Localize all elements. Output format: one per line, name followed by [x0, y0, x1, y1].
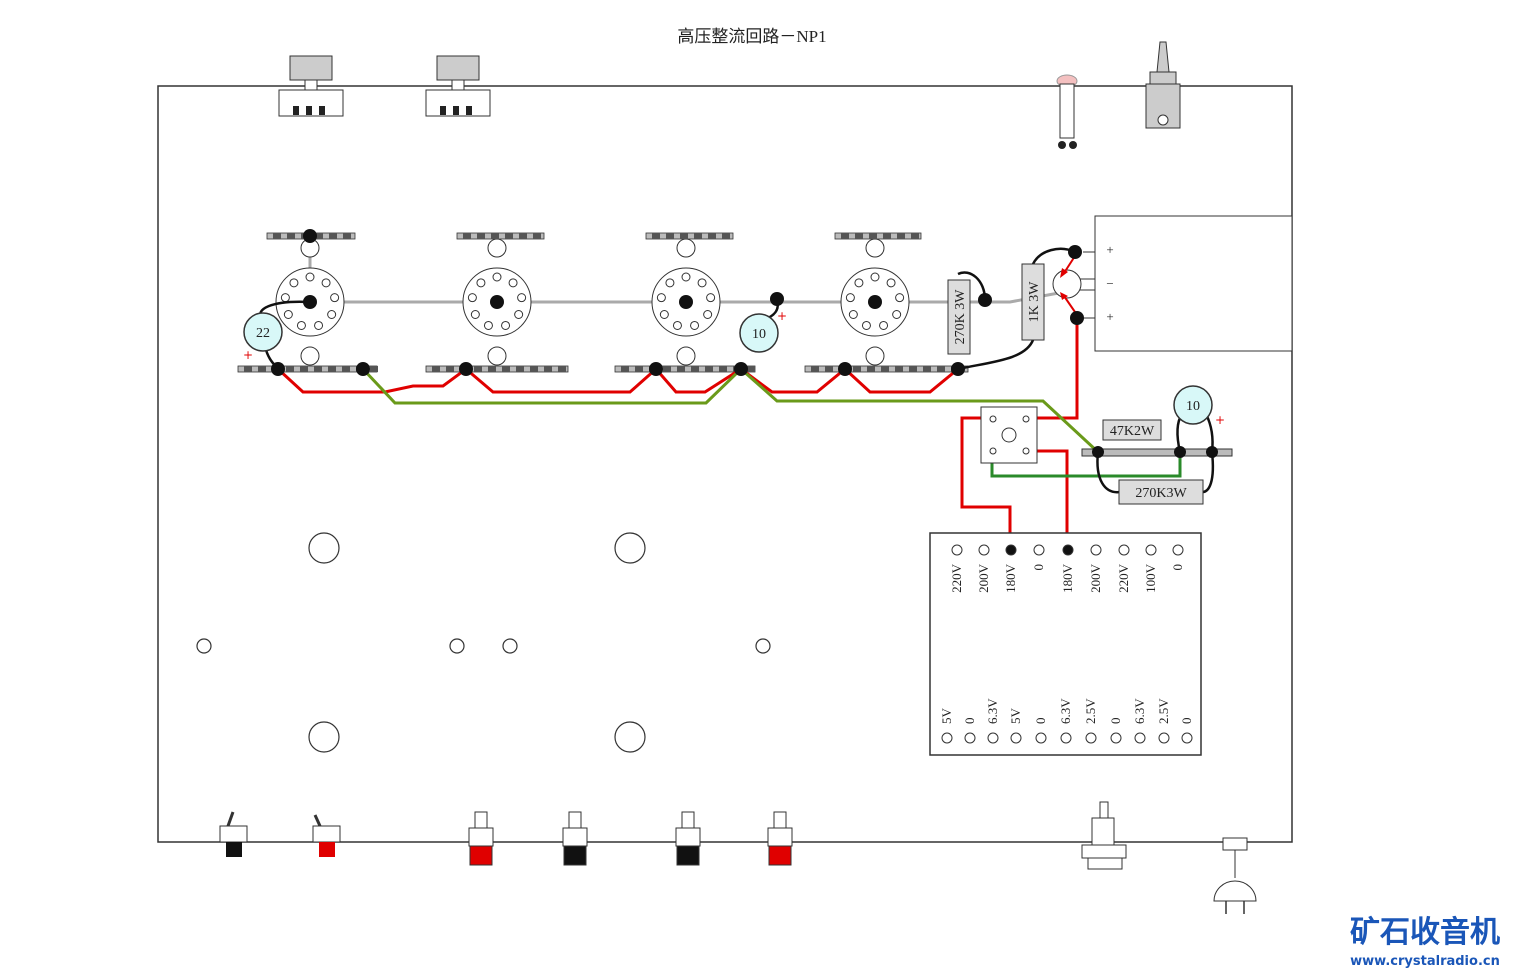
black-wire-1k	[957, 339, 1035, 371]
resistor-270k-3w-vertical: 270K 3W	[947, 279, 971, 355]
capacitor-22: 22 +	[243, 312, 283, 362]
transformer-top-tap-label: 200V	[976, 563, 991, 593]
red-wire-180v-left	[960, 416, 1012, 550]
transformer-bottom-tap-label: 5V	[1008, 708, 1023, 725]
tag-strip	[456, 232, 545, 240]
transformer-top-tap-label: 180V	[1003, 563, 1018, 593]
transformer-top-tap-terminal	[1172, 544, 1184, 556]
capacitor-10-right-value: 10	[1186, 399, 1200, 414]
bridge-plus-top: +	[1106, 242, 1113, 257]
transformer-top-tap-terminal	[1033, 544, 1045, 556]
transformer-bottom-tap-terminal	[1010, 732, 1022, 744]
transformer-bottom-tap-terminal	[1085, 732, 1097, 744]
transformer-top-tap-label: 180V	[1060, 563, 1075, 593]
transformer-bottom-tap-label: 6.3V	[1132, 698, 1147, 724]
watermark: 矿石收音机 www.crystalradio.cn	[1350, 915, 1500, 969]
transformer-top-tap-terminal	[1090, 544, 1102, 556]
transformer-top-tap-terminal	[1005, 544, 1017, 556]
red-wire-180v-right	[1027, 449, 1069, 550]
transformer-top-tap-label: 0	[1170, 564, 1185, 571]
tag-strip	[425, 365, 569, 373]
transformer-top-taps: 220V 200V 180V 0 180V 200V 220V 100V 0	[949, 544, 1185, 593]
bridge-plus-bottom: +	[1106, 309, 1113, 324]
potentiometer-right	[425, 55, 491, 117]
transformer-top-tap-label: 100V	[1143, 563, 1158, 593]
rc-filter-network: 47K2W 270K3W 10 +	[1081, 385, 1233, 505]
red-wire-bridge	[1037, 318, 1079, 420]
transformer-bottom-tap-label: 0	[1108, 718, 1123, 725]
transformer-top-tap-label: 220V	[949, 563, 964, 593]
resistor-1k-3w-label: 1K 3W	[1027, 281, 1042, 323]
transformer-bottom-tap-label: 0	[962, 718, 977, 725]
mounting-holes	[196, 532, 771, 753]
transformer-bottom-tap-terminal	[1060, 732, 1072, 744]
binding-post	[767, 811, 793, 866]
potentiometer-left	[278, 55, 344, 117]
transformer-bottom-tap-terminal	[987, 732, 999, 744]
resistor-1k-3w: 1K 3W	[1021, 263, 1045, 341]
tag-strip	[834, 232, 922, 240]
transformer-bottom-tap-terminal	[1158, 732, 1170, 744]
power-plug	[1213, 837, 1257, 914]
transformer-top-tap-terminal	[1062, 544, 1074, 556]
toggle-switch-left	[219, 811, 248, 857]
toggle-switch-right	[312, 814, 341, 857]
transformer-bottom-tap-label: 2.5V	[1083, 698, 1098, 724]
black-wire-rc-loop-left	[1096, 451, 1121, 494]
chassis-outline	[157, 85, 1293, 843]
volume-knob-shaft	[1081, 801, 1127, 870]
transformer-top-tap-label: 220V	[1116, 563, 1131, 593]
transformer-bottom-tap-terminal	[1134, 732, 1146, 744]
watermark-url: www.crystalradio.cn	[1350, 954, 1500, 969]
binding-post	[675, 811, 701, 866]
power-transformer	[929, 532, 1202, 756]
transformer-bottom-tap-terminal	[1110, 732, 1122, 744]
resistor-270k-3w-vertical-label: 270K 3W	[953, 289, 968, 345]
tag-strip	[645, 232, 734, 240]
fuse-holder	[1145, 41, 1181, 129]
transformer-top-tap-terminal	[951, 544, 963, 556]
diagram-title: 高压整流回路－NP1	[677, 27, 826, 46]
capacitor-10-right-polarity: +	[1215, 413, 1225, 427]
capacitor-10-mid-polarity: +	[777, 309, 787, 323]
transformer-bottom-tap-label: 6.3V	[985, 698, 1000, 724]
binding-post	[562, 811, 588, 866]
transformer-bottom-tap-label: 0	[1033, 718, 1048, 725]
binding-posts	[468, 811, 793, 866]
binding-post	[468, 811, 494, 866]
transformer-bottom-tap-label: 6.3V	[1058, 698, 1073, 724]
transformer-bottom-tap-terminal	[941, 732, 953, 744]
tag-strip	[804, 365, 969, 373]
transformer-top-tap-label: 200V	[1088, 563, 1103, 593]
transformer-top-tap-terminal	[1118, 544, 1130, 556]
bridge-minus: −	[1106, 276, 1113, 291]
transformer-bottom-tap-terminal	[964, 732, 976, 744]
pilot-lamp	[1056, 74, 1078, 149]
capacitor-22-polarity: +	[243, 348, 253, 362]
transformer-bottom-tap-terminal	[1035, 732, 1047, 744]
transformer-top-tap-terminal	[1145, 544, 1157, 556]
capacitor-10-mid-value: 10	[752, 327, 766, 342]
rectifier-bridge: + − +	[1052, 215, 1293, 352]
transformer-top-tap-terminal	[978, 544, 990, 556]
resistor-270k-3w-label: 270K3W	[1135, 486, 1187, 501]
capacitor-10-mid: 10 +	[739, 309, 787, 353]
transformer-bottom-tap-terminal	[1181, 732, 1193, 744]
transformer-bottom-tap-label: 5V	[939, 708, 954, 725]
transformer-top-tap-label: 0	[1031, 564, 1046, 571]
transformer-bottom-tap-label: 2.5V	[1156, 698, 1171, 724]
voltage-switch	[980, 406, 1038, 464]
resistor-47k-2w-label: 47K2W	[1110, 424, 1155, 439]
transformer-bottom-taps: 5V 0 6.3V 5V 0 6.3V 2.5V 0 6.3V 2.5V 0	[939, 698, 1194, 744]
watermark-brand: 矿石收音机	[1350, 915, 1500, 950]
capacitor-22-value: 22	[256, 326, 270, 341]
transformer-bottom-tap-label: 0	[1179, 718, 1194, 725]
